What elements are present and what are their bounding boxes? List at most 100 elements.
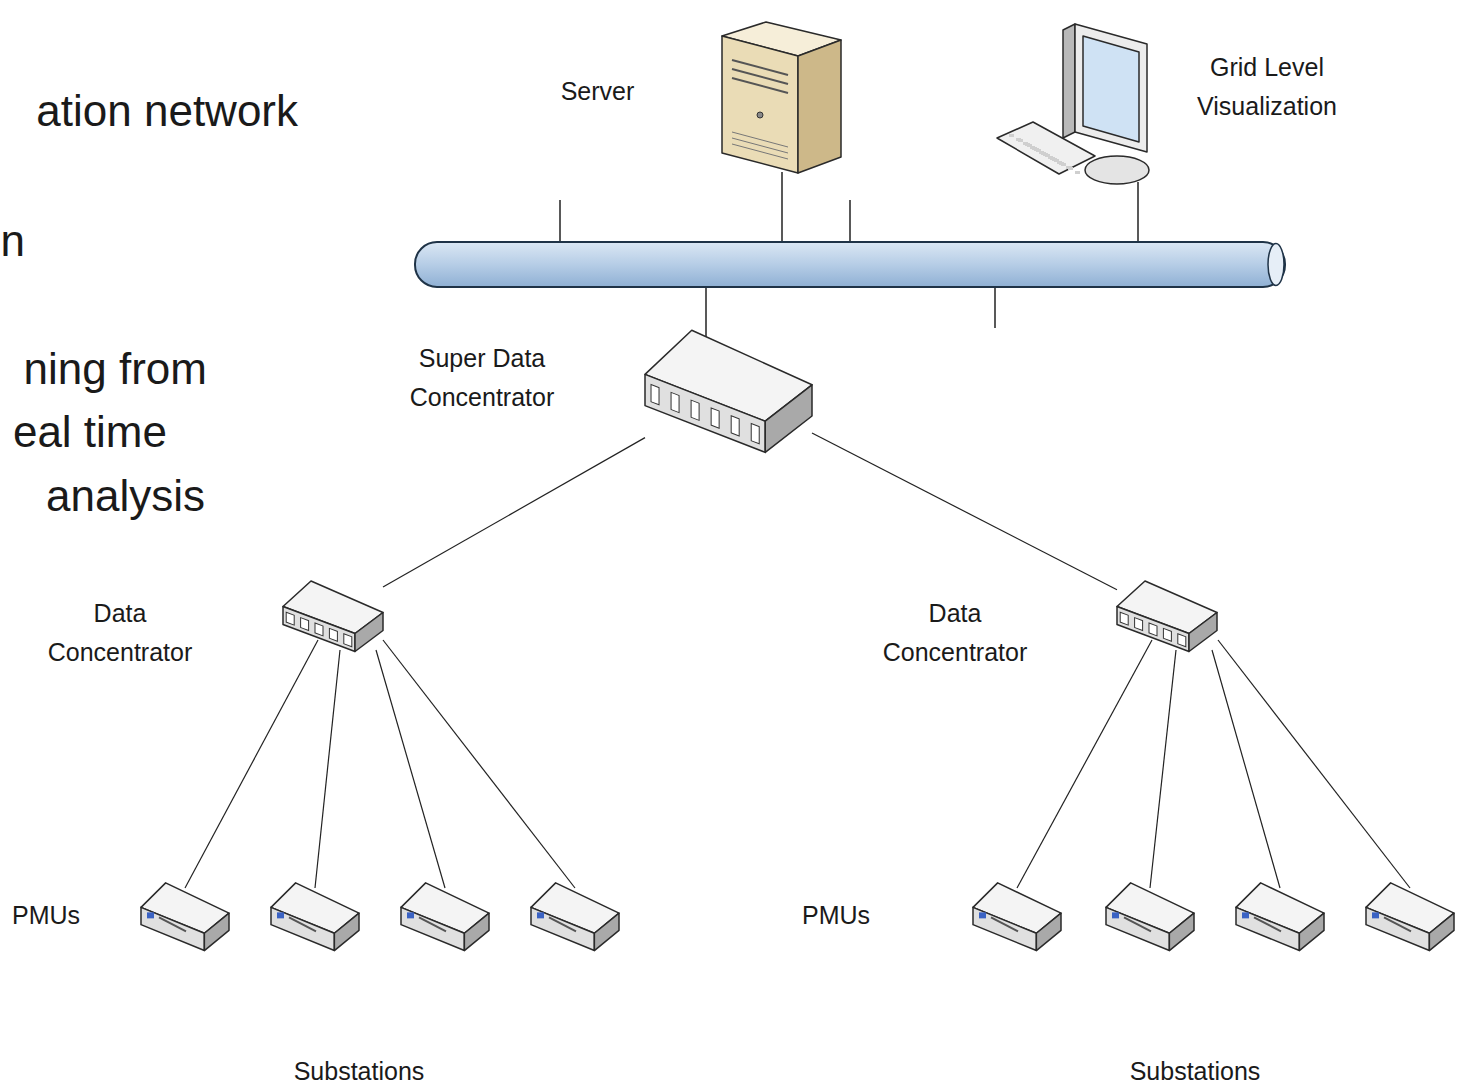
key <box>1009 134 1014 137</box>
node-label: Grid Level Visualization <box>1182 48 1352 126</box>
slide-text: eal time <box>13 405 167 458</box>
pmu-link <box>1218 640 1410 888</box>
monitor-icon <box>997 24 1149 184</box>
port <box>1149 623 1157 636</box>
pmu-link <box>376 650 445 888</box>
node-icon <box>645 325 812 455</box>
port <box>731 416 739 436</box>
port <box>1135 618 1143 631</box>
node-icon <box>720 20 843 175</box>
visualization-node: Grid Level Visualization <box>995 20 1170 195</box>
site-label: Substations <box>1095 1056 1295 1086</box>
concentrator-icon <box>1117 581 1217 652</box>
network-link <box>383 438 645 587</box>
key <box>1075 171 1080 174</box>
indicator <box>537 912 544 918</box>
pmu-link <box>185 640 318 888</box>
concentrator-icon <box>645 330 812 452</box>
box-side <box>1429 913 1454 950</box>
monitor-side <box>1063 24 1075 138</box>
box-side <box>1036 913 1061 950</box>
port <box>751 424 759 444</box>
box-side <box>204 913 229 950</box>
pmu-link <box>383 640 575 888</box>
server-front <box>722 36 798 173</box>
box-front <box>141 907 204 950</box>
pmu-icon <box>401 883 489 951</box>
server-node: Server <box>720 20 843 175</box>
port <box>344 634 352 647</box>
drive-slot <box>732 78 788 93</box>
node-label: Data Concentrator <box>35 594 205 672</box>
box-front <box>645 374 765 452</box>
key <box>1048 156 1053 159</box>
port <box>301 618 309 631</box>
power-button <box>757 112 763 118</box>
pmu-link <box>1212 650 1280 888</box>
key <box>1030 146 1035 149</box>
drive-slot <box>732 69 788 84</box>
network-bus <box>415 242 1285 287</box>
box-side <box>1299 913 1324 950</box>
pmu-icon <box>1106 883 1194 951</box>
box-side <box>464 913 489 950</box>
key <box>1039 151 1044 154</box>
node-icon <box>283 578 383 653</box>
port <box>651 385 659 405</box>
port <box>691 400 699 420</box>
vent-line <box>732 132 788 147</box>
bus-stub <box>849 200 851 243</box>
box-side <box>1189 613 1217 652</box>
concentrator-node: Data Concentrator <box>283 578 383 653</box>
box-front <box>271 907 334 950</box>
box-front <box>401 907 464 950</box>
indicator <box>407 912 414 918</box>
port <box>329 628 337 641</box>
server-icon <box>722 22 841 173</box>
bus-stub <box>994 287 996 328</box>
port <box>1163 628 1171 641</box>
panel-mark <box>159 917 186 931</box>
key <box>1016 138 1021 141</box>
concentrator-icon <box>283 581 383 652</box>
concentrator-node: Data Concentrator <box>1117 578 1217 653</box>
key <box>1057 161 1062 164</box>
bus-stub <box>781 172 783 243</box>
box-front <box>1117 607 1189 652</box>
port <box>315 623 323 636</box>
pmu-icon <box>531 883 619 951</box>
port <box>711 408 719 428</box>
box-front <box>1236 907 1299 950</box>
monitor-bezel <box>1075 24 1147 152</box>
bus-end-cap <box>1268 244 1284 286</box>
device-label: PMUs <box>12 900 80 930</box>
server-side <box>798 40 841 173</box>
node-label: Super Data Concentrator <box>397 339 567 417</box>
super-concentrator-node: Super Data Concentrator <box>645 325 812 455</box>
indicator <box>1242 912 1249 918</box>
monitor-stand <box>1085 156 1149 184</box>
panel-mark <box>549 917 576 931</box>
indicator <box>277 912 284 918</box>
pmu-icon <box>1366 883 1454 951</box>
node-icon <box>1117 578 1217 653</box>
box-front <box>973 907 1036 950</box>
keyboard <box>997 122 1095 174</box>
pmu-icon <box>973 883 1061 951</box>
slide-text: ation network <box>36 84 298 137</box>
indicator <box>979 912 986 918</box>
pmu-icon <box>1236 883 1324 951</box>
slide-text: n <box>1 214 25 267</box>
box-side <box>334 913 359 950</box>
panel-mark <box>419 917 446 931</box>
node-label: Server <box>540 72 655 111</box>
pmu-link <box>315 650 340 888</box>
bus-stub <box>1137 182 1139 243</box>
port <box>671 392 679 412</box>
port <box>286 612 294 625</box>
port <box>1120 612 1128 625</box>
box-front <box>1106 907 1169 950</box>
network-link <box>812 433 1117 590</box>
